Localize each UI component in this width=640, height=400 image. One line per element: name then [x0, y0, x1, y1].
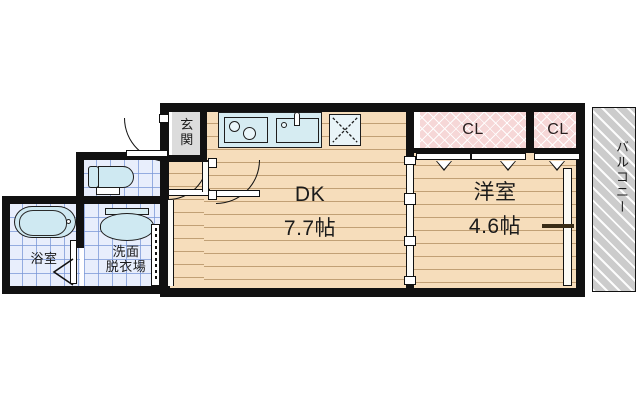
wall-closet-back	[414, 148, 582, 153]
wall-toilet-top	[76, 152, 168, 160]
appliance-x-icon	[332, 117, 358, 143]
wall-bottom-main	[160, 288, 584, 297]
dk-bedroom-rail-block-top	[404, 156, 416, 165]
wall-bath-bottom	[2, 286, 170, 294]
room-bedroom-floor	[414, 152, 582, 290]
closet-cl2-tri	[549, 161, 565, 171]
wall-genkan-bottom	[168, 155, 207, 162]
appliance-space	[329, 114, 361, 146]
balcony-window-handle	[542, 224, 574, 228]
hallway-dk-opening	[202, 162, 209, 192]
dk-bedroom-rail-block-mid	[404, 193, 416, 205]
dk-door-leaf[interactable]	[214, 190, 260, 197]
dk-door-jamb-bottom	[208, 190, 217, 200]
bath-label: 浴室	[30, 251, 58, 266]
wall-genkan-right	[200, 110, 207, 162]
washroom-sliding-door-dashed	[155, 228, 157, 282]
wall-right-main	[576, 103, 585, 297]
closet-cl1-tri-left	[436, 161, 452, 171]
hallway-left-rail	[168, 200, 174, 286]
bathtub-inner	[19, 210, 67, 236]
wall-bath-left	[2, 196, 10, 294]
entrance-door-jamb-top	[159, 114, 169, 123]
wall-washroom-right	[160, 196, 169, 294]
bath-folding-door[interactable]	[70, 240, 77, 284]
toilet-seat-bar	[96, 187, 120, 195]
bath-folding-door-swing	[52, 258, 74, 286]
dk-bedroom-rail-block-mid2	[404, 236, 416, 246]
wall-toilet-bottom	[76, 196, 168, 204]
sink-drain	[281, 122, 287, 128]
entrance-door-leaf[interactable]	[126, 150, 168, 157]
bathtub-drain	[66, 219, 71, 224]
genkan-label-line2: 関	[180, 131, 194, 147]
room-balcony	[592, 107, 636, 292]
washbasin-bowl	[100, 213, 154, 241]
wall-dk-bedroom-top	[406, 110, 414, 156]
bedroom-area-label: 4.6帖	[468, 215, 522, 238]
genkan-label-line1: 玄	[180, 117, 194, 132]
wall-top-main	[160, 103, 584, 112]
dk-label: DK	[294, 183, 326, 206]
washroom-label-line2: 脱衣場	[105, 258, 147, 274]
bedroom-label: 洋室	[473, 181, 517, 204]
closet-cl1	[420, 112, 526, 150]
wall-closet-divider	[526, 110, 534, 152]
closet-cl1-tri-right	[500, 161, 516, 171]
stove-burner-2	[243, 127, 256, 140]
dk-bedroom-sliding-door[interactable]	[406, 158, 414, 284]
closet-cl2-label: CL	[547, 121, 569, 138]
closet-cl1-label: CL	[462, 121, 484, 138]
genkan-label: 玄 関	[174, 117, 200, 147]
washroom-label-line1: 洗面	[112, 244, 140, 259]
balcony-label: バルコニー	[614, 140, 629, 215]
sink-faucet	[294, 112, 300, 126]
closet-cl1-door-split	[470, 153, 472, 160]
dk-bedroom-rail-block-bottom	[404, 276, 416, 285]
closet-cl2-doors[interactable]	[534, 153, 580, 160]
dk-door-jamb	[208, 158, 217, 168]
wall-toilet-left	[76, 152, 84, 204]
dk-area-label: 7.7帖	[283, 217, 337, 240]
room-genkan	[172, 112, 202, 160]
toilet-bowl	[98, 166, 134, 188]
stove-burner-1	[229, 121, 240, 132]
washroom-label: 洗面 脱衣場	[84, 244, 168, 274]
wall-bath-top	[2, 196, 84, 204]
wall-bath-washroom-divider	[76, 196, 84, 248]
wall-dk-bedroom-bottom	[406, 282, 414, 292]
closet-cl2	[534, 112, 582, 150]
